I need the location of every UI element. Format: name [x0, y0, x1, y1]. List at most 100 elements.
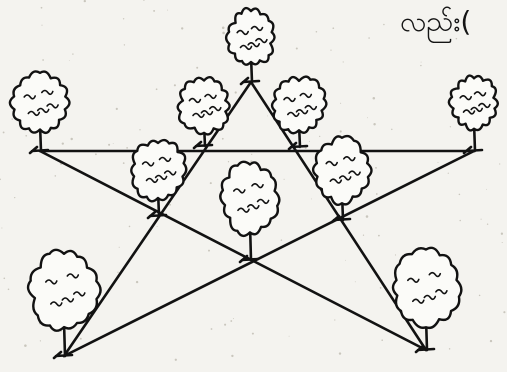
tree-bottom-right — [393, 248, 461, 352]
paper-speck — [123, 18, 124, 19]
paper-speck — [14, 197, 15, 198]
paper-speck — [438, 162, 439, 163]
tree-far-left — [10, 71, 70, 153]
paper-speck — [136, 281, 138, 283]
paper-speck — [55, 175, 57, 177]
paper-speck — [420, 65, 421, 66]
trees — [10, 8, 498, 358]
paper-speck — [3, 277, 5, 279]
paper-speck — [363, 235, 364, 236]
tree-crown — [10, 71, 70, 132]
paper-speck — [503, 311, 505, 313]
paper-speck — [355, 281, 356, 282]
paper-speck — [378, 235, 380, 237]
tree-crown — [272, 77, 326, 134]
paper-speck — [316, 31, 318, 33]
paper-speck — [25, 135, 27, 137]
paper-speck — [459, 194, 461, 196]
paper-speck — [459, 220, 461, 222]
paper-speck — [487, 224, 488, 225]
paper-speck — [421, 62, 422, 63]
paper-speck — [486, 189, 487, 190]
paper-speck — [129, 226, 131, 228]
paper-speck — [174, 84, 176, 86]
tree-crown — [313, 136, 371, 205]
paper-speck — [309, 141, 310, 142]
tree-crown — [449, 76, 498, 131]
paper-speck — [108, 144, 110, 146]
paper-speck — [0, 178, 1, 180]
paper-speck — [41, 25, 42, 26]
paper-speck — [289, 336, 290, 337]
paper-speck — [345, 260, 346, 261]
paper-speck — [502, 242, 503, 243]
paper-speck — [501, 233, 503, 235]
paper-speck — [181, 27, 183, 29]
paper-speck — [117, 272, 118, 273]
paper-speck — [339, 352, 341, 354]
paper-speck — [448, 173, 449, 174]
paper-speck — [284, 179, 285, 180]
paper-speck — [343, 61, 344, 62]
paper-speck — [208, 250, 210, 252]
paper-speck — [479, 295, 481, 297]
tree-crown — [220, 162, 279, 236]
paper-speck — [383, 24, 385, 26]
caption-fragment-text: လည်း( — [400, 6, 471, 38]
paper-speck — [334, 319, 335, 320]
tree-mid-left — [131, 140, 186, 218]
paper-speck — [156, 88, 158, 90]
paper-speck — [123, 162, 125, 164]
paper-speck — [80, 338, 82, 340]
paper-speck — [230, 320, 232, 322]
paper-speck — [366, 215, 369, 218]
paper-speck — [124, 44, 125, 45]
paper-speck — [332, 27, 334, 29]
paper-speck — [167, 10, 168, 11]
paper-speck — [169, 204, 171, 206]
paper-speck — [24, 344, 27, 347]
paper-speck — [222, 32, 225, 35]
paper-speck — [143, 0, 145, 1]
tree-crown — [131, 140, 186, 201]
paper-speck — [281, 239, 283, 241]
tree-crown — [226, 8, 274, 65]
tree-upper-left — [178, 77, 230, 148]
paper-speck — [222, 138, 224, 140]
tree-crown — [178, 77, 230, 134]
paper-speck — [381, 339, 383, 341]
paper-speck — [251, 154, 252, 155]
paper-speck — [373, 123, 375, 125]
tree-upper-right — [272, 77, 326, 149]
tree-top — [226, 8, 274, 84]
paper-speck — [42, 59, 44, 61]
paper-speck — [126, 147, 128, 149]
paper-speck — [395, 254, 396, 255]
paper-speck — [252, 333, 254, 335]
paper-speck — [41, 7, 43, 9]
paper-speck — [3, 131, 5, 133]
paper-speck — [69, 60, 70, 61]
paper-speck — [196, 67, 198, 69]
paper-speck — [380, 287, 382, 289]
paper-speck — [449, 348, 450, 349]
paper-speck — [391, 129, 392, 130]
paper-speck — [72, 53, 73, 54]
paper-speck — [267, 115, 268, 116]
paper-speck — [116, 108, 118, 110]
tree-center — [220, 162, 279, 262]
paper-speck — [319, 136, 320, 137]
paper-speck — [311, 198, 312, 199]
paper-speck — [175, 359, 177, 361]
paper-speck — [84, 0, 86, 2]
paper-speck — [153, 10, 155, 12]
paper-speck — [450, 126, 451, 127]
paper-speck — [211, 328, 213, 330]
tree-far-right — [449, 76, 498, 153]
paper-speck — [62, 142, 64, 144]
paper-speck — [119, 247, 120, 248]
paper-speck — [368, 37, 370, 39]
paper-speck — [228, 161, 229, 162]
paper-speck — [231, 355, 233, 357]
